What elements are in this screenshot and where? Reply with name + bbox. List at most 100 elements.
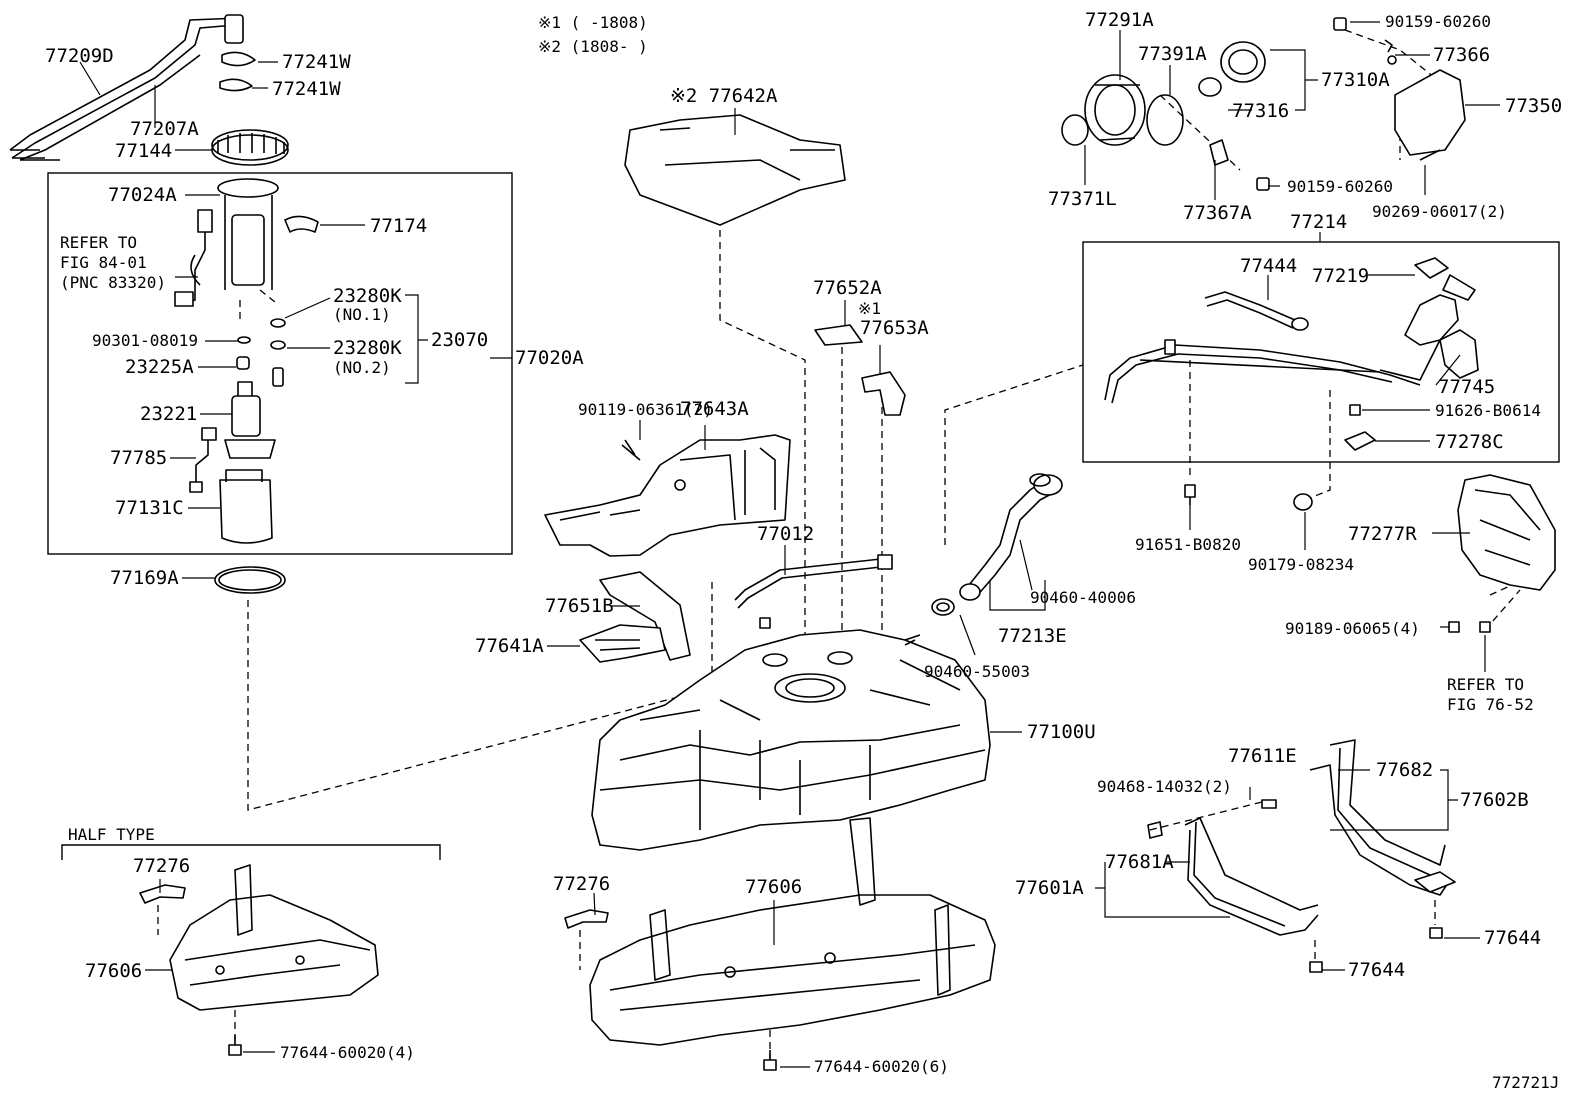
- brackets-77276: [139, 884, 609, 929]
- filler-cap-assembly: [1061, 41, 1270, 191]
- pump-bracket-assembly: [174, 178, 279, 307]
- refer-76-52-line2: FIG 76-52: [1447, 695, 1534, 714]
- label-23280K-1: 23280K: [333, 285, 402, 307]
- label-77644-60020-6: 77644-60020(6): [814, 1057, 949, 1076]
- label-77371L: 77371L: [1048, 188, 1117, 210]
- protector-77641A: [579, 624, 666, 663]
- bolts-77644-60020: [228, 1035, 777, 1071]
- label-90269-06017: 90269-06017(2): [1372, 202, 1507, 221]
- note-2: ※2 (1808- ): [538, 37, 648, 56]
- label-77644-a: 77644: [1484, 927, 1541, 949]
- pump-harness-77785: [189, 427, 217, 493]
- label-77444: 77444: [1240, 255, 1297, 277]
- leader-lines: [79, 21, 1500, 1068]
- fuel-tank-77100U: [591, 629, 991, 851]
- label-77291A: 77291A: [1085, 9, 1154, 31]
- label-77100U: 77100U: [1027, 721, 1096, 743]
- refer-84-01-line1: REFER TO: [60, 233, 137, 252]
- label-77219: 77219: [1312, 265, 1369, 287]
- figure-id: 772721J: [1492, 1073, 1559, 1092]
- label-77131C: 77131C: [115, 497, 184, 519]
- label-77207A: 77207A: [130, 118, 199, 140]
- filter-cup-77131C: [219, 469, 273, 544]
- breather-hose-77444: [1204, 291, 1309, 331]
- label-77214: 77214: [1290, 211, 1347, 233]
- strap-77601A: [1147, 799, 1319, 936]
- label-77276-b: 77276: [553, 873, 610, 895]
- cushion-77651B: [599, 571, 691, 661]
- label-77241W-a: 77241W: [282, 51, 351, 73]
- label-77652A: 77652A: [813, 277, 882, 299]
- label-23225A: 23225A: [125, 356, 194, 378]
- label-77681A: 77681A: [1105, 851, 1174, 873]
- label-91651-B0820: 91651-B0820: [1135, 535, 1241, 554]
- label-77366: 77366: [1433, 44, 1490, 66]
- bracket-77174: [284, 215, 319, 233]
- label-77276-a: 77276: [133, 855, 190, 877]
- label-77391A: 77391A: [1138, 43, 1207, 65]
- label-77213E: 77213E: [998, 625, 1067, 647]
- label-77350: 77350: [1505, 95, 1562, 117]
- label-90301-08019: 90301-08019: [92, 331, 198, 350]
- label-77367A: 77367A: [1183, 202, 1252, 224]
- label-77606-b: 77606: [745, 876, 802, 898]
- label-23221: 23221: [140, 403, 197, 425]
- label-77278C: 77278C: [1435, 431, 1504, 453]
- label-77144: 77144: [115, 140, 172, 162]
- label-group: ※1 ( -1808) ※2 (1808- ) 77209D 77241W 77…: [45, 9, 1562, 1092]
- half-type-bracket: [61, 844, 441, 860]
- label-77024A: 77024A: [108, 184, 177, 206]
- label-77310A: 77310A: [1321, 69, 1390, 91]
- label-77785: 77785: [110, 447, 167, 469]
- cushion-77653A: [861, 371, 906, 416]
- small-gaskets: [236, 318, 286, 387]
- label-77606-a: 77606: [85, 960, 142, 982]
- label-23280K-2: 23280K: [333, 337, 402, 359]
- label-90159-60260-a: 90159-60260: [1385, 12, 1491, 31]
- refer-84-01-line2: FIG 84-01: [60, 253, 147, 272]
- label-77644-b: 77644: [1348, 959, 1405, 981]
- clip-77219: [1414, 257, 1449, 279]
- label-77602B: 77602B: [1460, 789, 1529, 811]
- vent-tube-77012: [734, 554, 893, 629]
- label-77644-60020-4: 77644-60020(4): [280, 1043, 415, 1062]
- label-77020A: 77020A: [515, 347, 584, 369]
- label-77653A: 77653A: [860, 317, 929, 339]
- refer-76-52-line1: REFER TO: [1447, 675, 1524, 694]
- label-77209D: 77209D: [45, 45, 114, 67]
- bolts-77644: [1309, 927, 1443, 973]
- label-90179-08234: 90179-08234: [1248, 555, 1354, 574]
- label-90189-06065: 90189-06065(4): [1285, 619, 1420, 638]
- label-77611E: 77611E: [1228, 745, 1297, 767]
- label-half-type: HALF TYPE: [68, 825, 155, 844]
- label-77174: 77174: [370, 215, 427, 237]
- filler-pipe-77214: [1104, 274, 1479, 404]
- label-77642A: ※2 77642A: [670, 85, 778, 107]
- hose-clamps: [931, 473, 1051, 616]
- fuel-line-tubes: [9, 14, 244, 161]
- label-77012: 77012: [757, 523, 814, 545]
- fasteners-right: [1184, 404, 1376, 511]
- label-77277R: 77277R: [1348, 523, 1417, 545]
- skid-plate-77606-half: [169, 864, 379, 1011]
- label-no1: (NO.1): [333, 305, 391, 324]
- retainer-clips: [219, 51, 256, 92]
- protector-77643A: [544, 434, 791, 557]
- filler-hose-77213E: [959, 474, 1063, 601]
- gasket-77169A: [214, 566, 286, 594]
- label-77643A: 77643A: [680, 398, 749, 420]
- label-77169A: 77169A: [110, 567, 179, 589]
- label-90460-40006: 90460-40006: [1030, 588, 1136, 607]
- label-77316: 77316: [1232, 100, 1289, 122]
- label-90159-60260-b: 90159-60260: [1287, 177, 1393, 196]
- label-77745: 77745: [1438, 376, 1495, 398]
- label-90460-55003: 90460-55003: [924, 662, 1030, 681]
- filler-pipe-box: [1082, 241, 1560, 463]
- label-77241W-b: 77241W: [272, 78, 341, 100]
- label-77651B: 77651B: [545, 595, 614, 617]
- note-1: ※1 ( -1808): [538, 13, 648, 32]
- label-90468-14032: 90468-14032(2): [1097, 777, 1232, 796]
- strap-77602B: [1309, 739, 1456, 896]
- liner-77277R: [1448, 474, 1556, 633]
